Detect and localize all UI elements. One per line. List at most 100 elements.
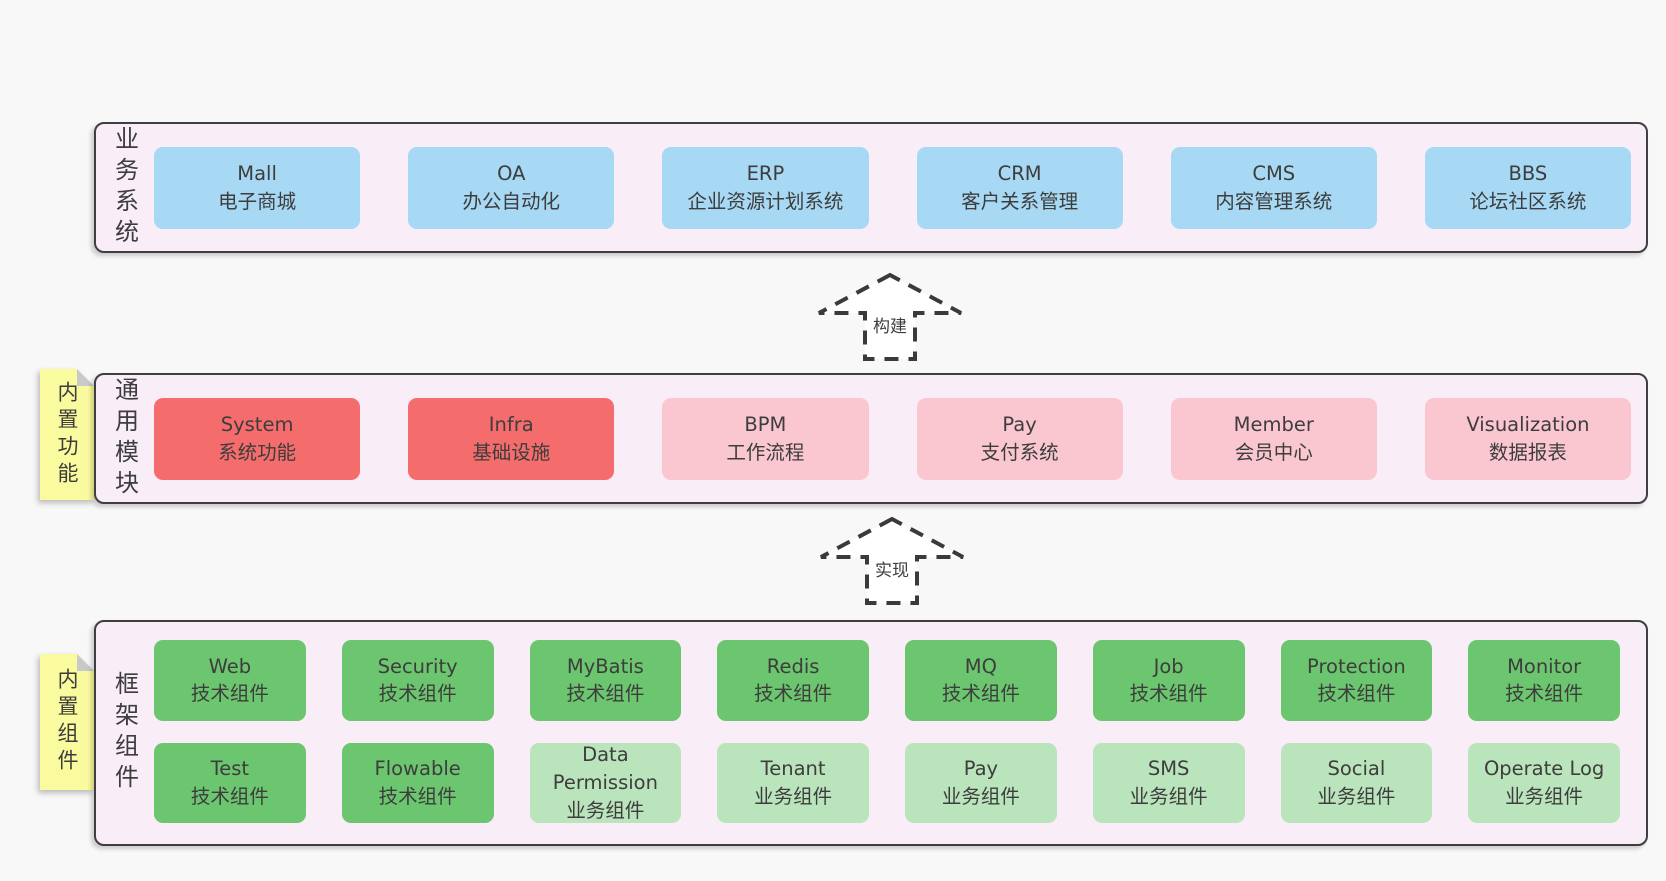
box-title: CRM [997,161,1042,185]
sticky-note-builtin-features: 内置功能 [40,369,94,500]
box-subtitle: 电子商城 [218,189,297,213]
box-title: MyBatis [566,654,644,678]
box-data-permission: Data Permission 业务组件 [529,742,682,823]
box-subtitle: 业务组件 [566,798,645,822]
box-title: Test [210,757,250,781]
box-subtitle: 系统功能 [218,440,297,464]
box-infra: Infra 基础设施 [408,397,615,480]
box-title: BBS [1508,161,1548,185]
box-subtitle: 企业资源计划系统 [687,189,844,213]
box-title: BPM [744,412,787,436]
sticky-note-builtin-components: 内置组件 [40,654,94,790]
box-pay-component: Pay 业务组件 [905,742,1057,823]
box-member: Member 会员中心 [1170,397,1377,480]
box-subtitle: 支付系统 [980,440,1059,464]
box-title: Visualization [1466,412,1590,436]
box-title: Redis [766,654,820,678]
arrow-build-label: 构建 [871,312,909,337]
box-title: Infra [488,412,534,436]
layer-label-common-modules: 通用模块 [110,376,139,501]
layer-framework-components: 框架组件 Web 技术组件 Security 技术组件 MyBatis 技术组件… [94,620,1648,846]
box-subtitle: 业务组件 [754,784,833,808]
box-bbs: BBS 论坛社区系统 [1424,146,1631,229]
box-subtitle: 内容管理系统 [1215,189,1333,213]
box-title: OA [497,161,526,185]
box-redis: Redis 技术组件 [717,640,869,721]
layer-common-modules: 通用模块 System 系统功能 Infra 基础设施 BPM 工作流程 Pay… [94,373,1648,504]
box-title: Pay [963,757,999,781]
layer-label-framework-components: 框架组件 [110,671,139,795]
box-subtitle: 客户关系管理 [961,189,1079,213]
sticky-label: 内置功能 [55,380,79,489]
box-subtitle: 基础设施 [472,440,551,464]
box-subtitle: 技术组件 [566,682,645,706]
box-oa: OA 办公自动化 [408,146,615,229]
box-system: System 系统功能 [154,397,361,480]
common-modules-box-row: System 系统功能 Infra 基础设施 BPM 工作流程 Pay 支付系统… [154,397,1631,480]
box-title: Data Permission [552,743,658,794]
box-title: Monitor [1507,654,1582,678]
arrow-implement: 实现 [817,516,967,606]
box-mybatis: MyBatis 技术组件 [529,640,682,721]
box-title: Protection [1307,654,1406,678]
box-subtitle: 业务组件 [1317,784,1396,808]
box-subtitle: 工作流程 [726,440,805,464]
box-subtitle: 技术组件 [941,682,1020,706]
business-systems-box-row: Mall 电子商城 OA 办公自动化 ERP 企业资源计划系统 CRM 客户关系… [154,146,1631,229]
box-subtitle: 办公自动化 [462,189,560,213]
framework-components-box-grid: Web 技术组件 Security 技术组件 MyBatis 技术组件 Redi… [154,640,1620,823]
box-subtitle: 数据报表 [1488,440,1567,464]
box-title: Job [1153,654,1184,678]
box-subtitle: 技术组件 [1129,682,1208,706]
box-social: Social 业务组件 [1280,742,1433,823]
box-title: Operate Log [1483,757,1605,781]
box-sms: SMS 业务组件 [1092,742,1245,823]
layer-business-systems: 业务系统 Mall 电子商城 OA 办公自动化 ERP 企业资源计划系统 CRM… [94,122,1648,253]
box-pay-system: Pay 支付系统 [916,397,1123,480]
box-job: Job 技术组件 [1092,640,1245,721]
box-subtitle: 技术组件 [190,784,269,808]
sticky-paper [40,369,94,500]
box-subtitle: 业务组件 [1505,784,1584,808]
arrow-build: 构建 [815,272,965,362]
sticky-paper [40,654,94,790]
box-subtitle: 业务组件 [1129,784,1208,808]
box-protection: Protection 技术组件 [1280,640,1433,721]
box-bpm: BPM 工作流程 [662,397,869,480]
box-visualization: Visualization 数据报表 [1424,397,1631,480]
sticky-label: 内置组件 [55,668,79,776]
box-monitor: Monitor 技术组件 [1468,640,1620,721]
arrow-implement-label: 实现 [873,556,911,581]
box-tenant: Tenant 业务组件 [717,742,869,823]
box-title: MQ [964,654,997,678]
box-title: Mall [237,161,277,185]
box-subtitle: 技术组件 [1317,682,1396,706]
box-title: ERP [746,161,785,185]
box-title: Social [1327,757,1386,781]
box-subtitle: 技术组件 [1505,682,1584,706]
box-flowable: Flowable 技术组件 [341,742,494,823]
box-test: Test 技术组件 [154,742,306,823]
box-title: Member [1233,412,1314,436]
box-title: Security [377,654,458,678]
box-title: Pay [1002,412,1037,436]
box-title: CMS [1252,161,1296,185]
box-subtitle: 技术组件 [754,682,833,706]
box-mall: Mall 电子商城 [154,146,361,229]
box-crm: CRM 客户关系管理 [916,146,1123,229]
box-cms: CMS 内容管理系统 [1170,146,1377,229]
box-subtitle: 技术组件 [378,784,457,808]
layer-label-business-systems: 业务系统 [110,125,139,250]
box-title: SMS [1147,757,1190,781]
box-security: Security 技术组件 [341,640,494,721]
box-title: System [220,412,294,436]
box-subtitle: 论坛社区系统 [1469,189,1587,213]
box-web: Web 技术组件 [154,640,306,721]
box-operate-log: Operate Log 业务组件 [1468,742,1620,823]
box-subtitle: 会员中心 [1234,440,1313,464]
box-subtitle: 业务组件 [941,784,1020,808]
box-title: Tenant [760,757,826,781]
box-title: Web [208,654,252,678]
box-subtitle: 技术组件 [378,682,457,706]
